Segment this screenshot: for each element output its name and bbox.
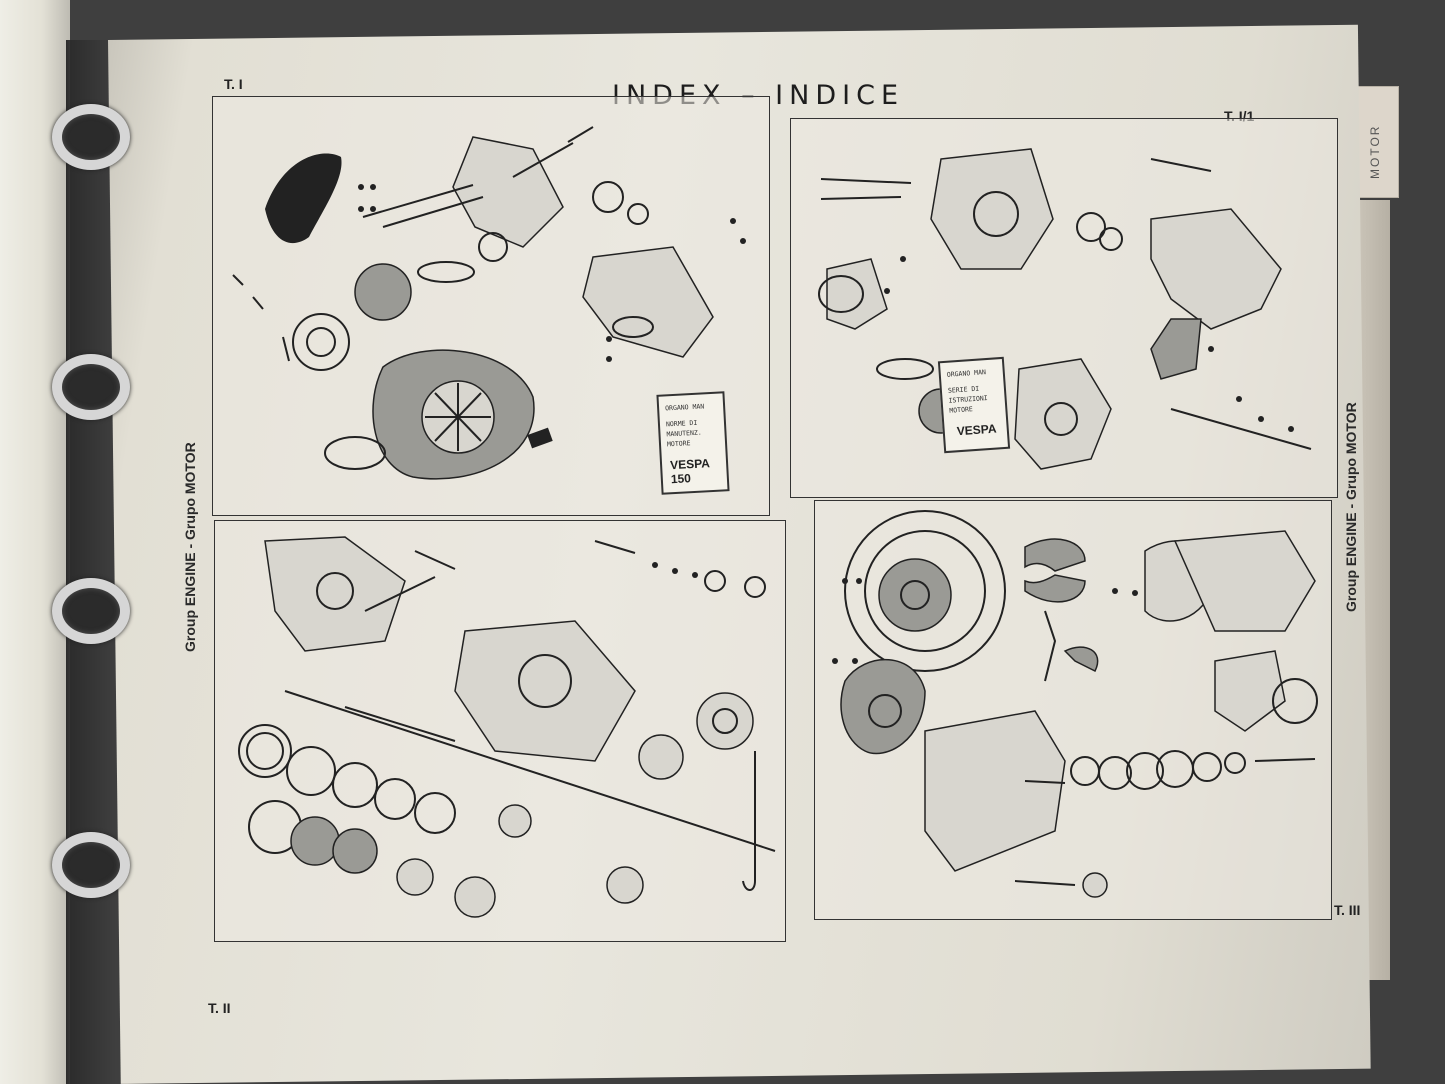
exploded-engine-drawing-t3 — [832, 510, 1318, 898]
exploded-engine-drawing-t1-1 — [818, 148, 1312, 470]
exploded-engine-drawing-t1 — [232, 126, 746, 480]
plate-panel-t1[interactable]: ORGANO MAN NORME DI MANUTENZ. MOTORE VES… — [212, 96, 770, 516]
binder-ring-1 — [52, 104, 130, 170]
plate-panel-t3[interactable] — [814, 500, 1332, 920]
vespa-label-t1-1: VESPA — [956, 421, 997, 439]
exploded-engine-drawing-t2 — [238, 536, 776, 918]
binder-ring-3 — [52, 578, 130, 644]
plate-panel-t2[interactable] — [214, 520, 786, 942]
side-label-right: Group ENGINE - Grupo MOTOR — [1343, 402, 1359, 612]
binder-ring-4 — [52, 832, 130, 898]
motor-index-tab[interactable]: MOTOR — [1355, 86, 1399, 198]
plate-ref-t1: T. I — [224, 76, 243, 92]
binder-ring-2 — [52, 354, 130, 420]
side-label-left: Group ENGINE - Grupo MOTOR — [182, 442, 198, 652]
parts-book-tag-t1-1: ORGANO MAN SERIE DI ISTRUZIONI MOTORE VE… — [937, 356, 1011, 454]
vespa-label-t1: VESPA 150 — [669, 456, 710, 487]
binder-left-page — [0, 0, 70, 1084]
page-gutter-shadow — [66, 40, 116, 1084]
plate-panel-t1-1[interactable]: ORGANO MAN SERIE DI ISTRUZIONI MOTORE VE… — [790, 118, 1338, 498]
motor-tab-label: MOTOR — [1368, 124, 1382, 179]
parts-book-tag-t1: ORGANO MAN NORME DI MANUTENZ. MOTORE VES… — [656, 391, 730, 495]
plate-ref-t3: T. III — [1334, 902, 1361, 918]
plate-ref-t2: T. II — [208, 1000, 231, 1016]
